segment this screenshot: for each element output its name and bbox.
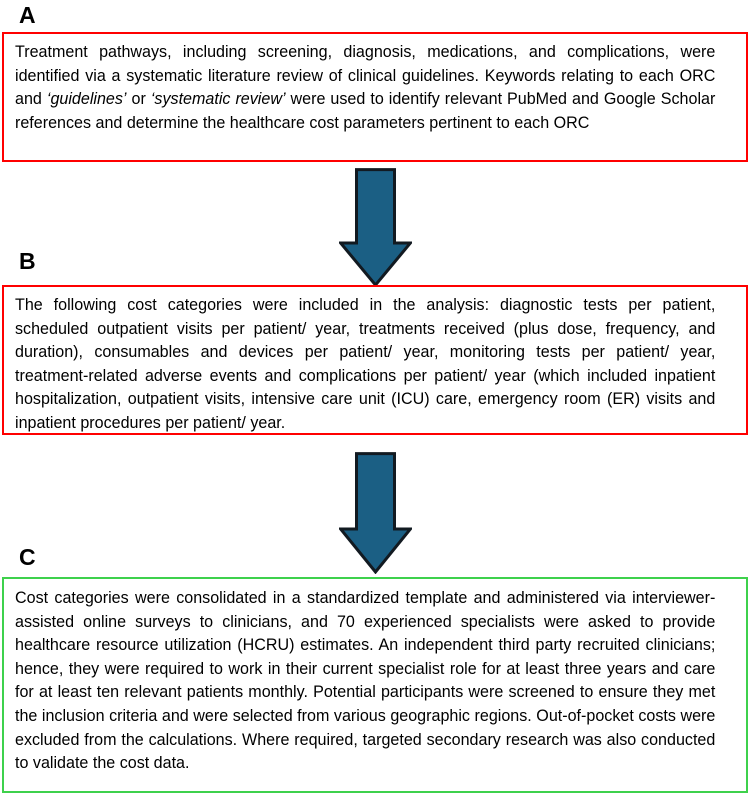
- panel-a-text: Treatment pathways, including screening,…: [15, 40, 715, 134]
- down-arrow-icon: [339, 452, 412, 574]
- panel-a-text-part1: Treatment pathways, including screening,…: [15, 42, 716, 109]
- panel-a-text-mid: or: [126, 89, 151, 109]
- arrow-b-to-c: [339, 452, 412, 574]
- panel-c-text: Cost categories were consolidated in a s…: [15, 588, 716, 773]
- arrow-a-to-b: [339, 168, 412, 287]
- down-arrow-icon: [339, 168, 412, 287]
- panel-a-text-italic1: ‘guidelines’: [46, 89, 127, 109]
- panel-b-text: The following cost categories were inclu…: [15, 295, 716, 432]
- panel-box-b: The following cost categories were inclu…: [2, 285, 748, 435]
- panel-label-c: C: [19, 544, 36, 570]
- panel-label-a: A: [19, 2, 36, 28]
- panel-box-a: Treatment pathways, including screening,…: [2, 32, 748, 162]
- panel-a-text-part2: were used to identify relevant PubMed an…: [15, 89, 716, 132]
- panel-label-b: B: [19, 248, 36, 274]
- panel-a-text-italic2: ‘systematic review’: [150, 89, 286, 109]
- panel-box-c: Cost categories were consolidated in a s…: [2, 577, 748, 793]
